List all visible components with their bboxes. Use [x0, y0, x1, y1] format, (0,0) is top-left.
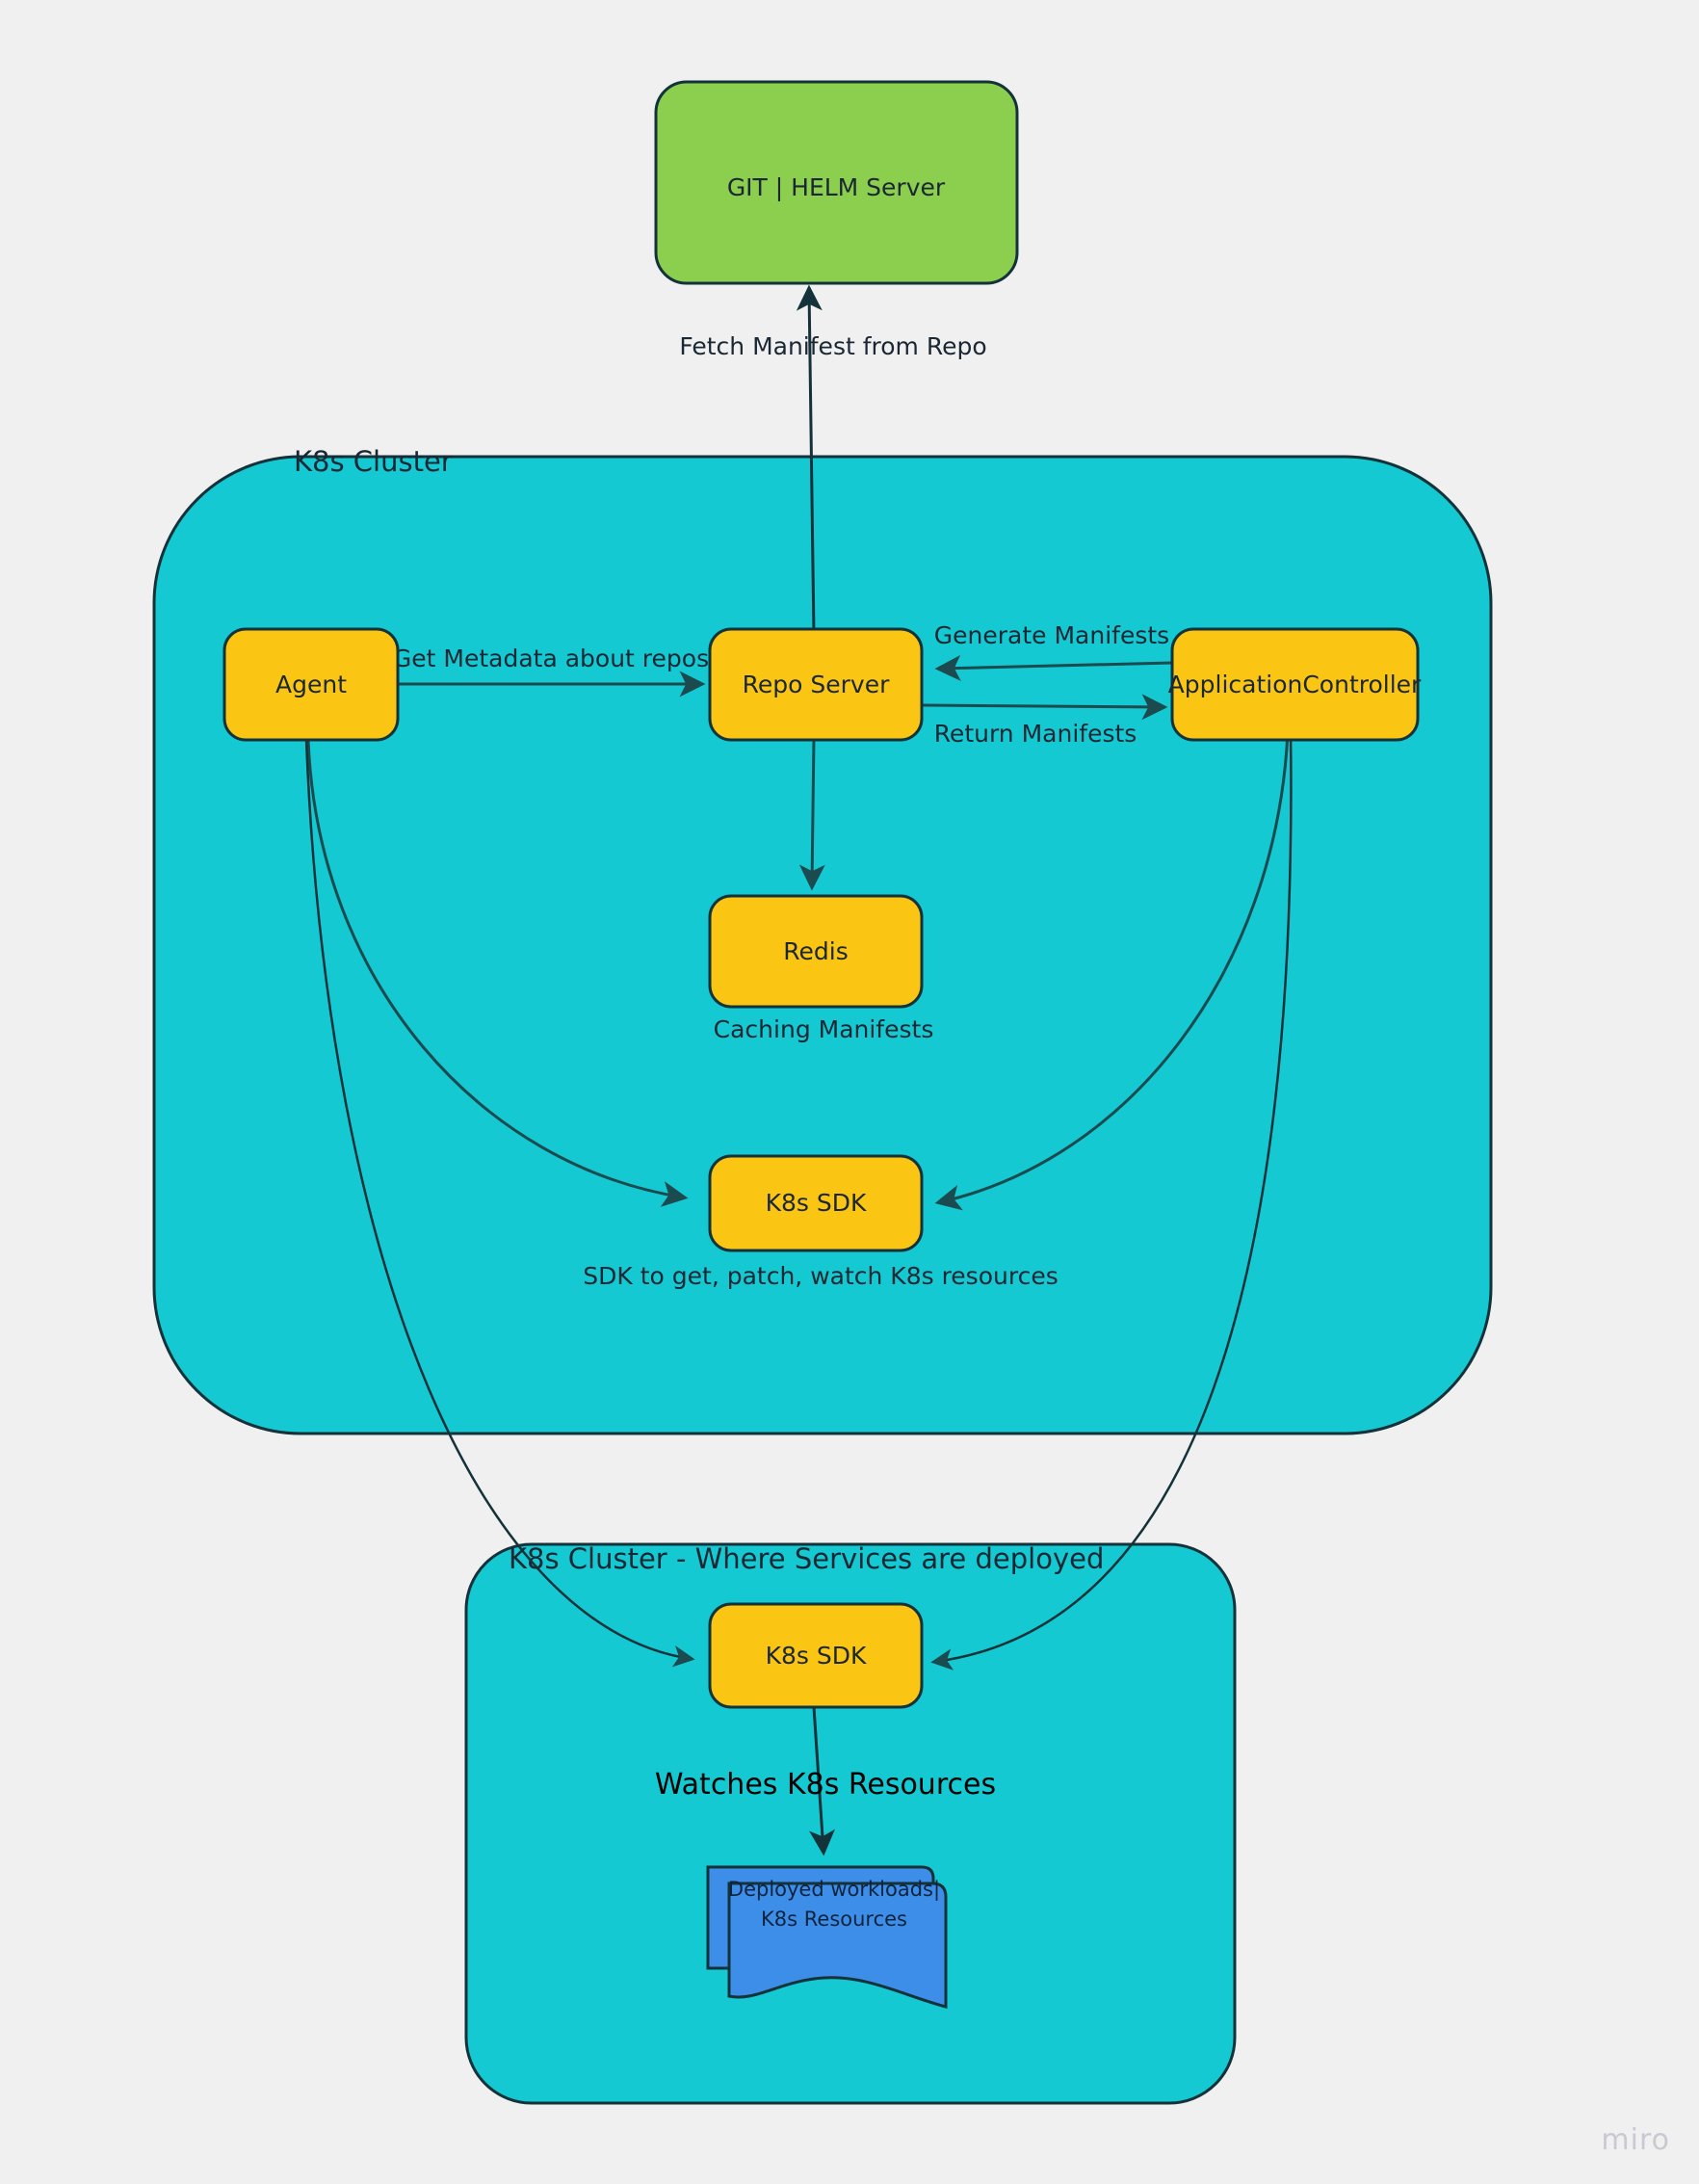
edge-line [304, 739, 695, 1668]
edge-repo-server-to-appcontroller: Return Manifests [922, 694, 1168, 748]
edge-repo-server-to-redis [798, 736, 825, 891]
edge-appcontroller-to-repo-server: Generate Manifests [934, 621, 1173, 681]
edge-label-generate-manifests: Generate Manifests [934, 621, 1169, 649]
node-k8s-sdk-upper[interactable]: K8s SDK [708, 1154, 924, 1252]
edge-label-return-manifests: Return Manifests [934, 720, 1137, 748]
edge-label-fetch-manifest: Fetch Manifest from Repo [679, 332, 986, 360]
edge-k8s-sdk-lower-to-workloads [809, 1706, 835, 1856]
redis-label: Redis [783, 937, 848, 965]
agent-label: Agent [275, 671, 347, 698]
node-application-controller[interactable]: ApplicationController [1168, 627, 1422, 742]
node-deployed-workloads[interactable]: Deployed workloads| K8s Resources [706, 1865, 948, 2009]
watches-k8s-resources-caption: Watches K8s Resources [655, 1768, 996, 1802]
edge-agent-to-k8s-sdk-upper [306, 739, 689, 1207]
node-git-helm-server[interactable]: GIT | HELM Server [654, 80, 1019, 285]
edge-appcontroller-to-k8s-sdk-lower [930, 731, 1293, 1671]
k8s-sdk-upper-label: K8s SDK [766, 1189, 867, 1217]
k8s-cluster-upper-label: K8s Cluster [294, 445, 453, 478]
node-agent[interactable]: Agent [222, 627, 400, 742]
edge-line [798, 736, 825, 891]
edge-line [796, 284, 823, 637]
k8s-sdk-lower-shape[interactable] [708, 1602, 924, 1709]
deployed-workloads-label-line2: K8s Resources [761, 1908, 907, 1931]
agent-shape[interactable] [222, 627, 400, 742]
edge-line [809, 1706, 835, 1856]
application-controller-label: ApplicationController [1168, 671, 1422, 698]
node-repo-server[interactable]: Repo Server [708, 627, 924, 742]
deployed-workloads-label-line1: Deployed workloads| [728, 1878, 940, 1902]
miro-watermark: miro [1601, 2123, 1670, 2157]
git-helm-server-label: GIT | HELM Server [727, 173, 946, 201]
deployed-workloads-front-sheet[interactable] [727, 1881, 948, 2009]
group-k8s-cluster-lower[interactable]: K8s Cluster - Where Services are deploye… [464, 1542, 1237, 2105]
k8s-sdk-lower-label: K8s SDK [766, 1642, 867, 1670]
redis-shape[interactable] [708, 894, 924, 1009]
edge-label-get-metadata: Get Metadata about repos [393, 645, 709, 672]
k8s-sdk-upper-caption: SDK to get, patch, watch K8s resources [583, 1262, 1058, 1290]
edge-line [934, 654, 1173, 681]
edge-agent-to-repo-server: Get Metadata about repos [393, 645, 709, 697]
node-k8s-sdk-lower[interactable]: K8s SDK [708, 1602, 924, 1709]
redis-caption: Caching Manifests [714, 1015, 934, 1043]
edge-agent-to-k8s-sdk-lower [304, 739, 695, 1668]
application-controller-shape[interactable] [1170, 627, 1420, 742]
edge-line [306, 739, 689, 1207]
edge-line [922, 694, 1168, 721]
node-redis[interactable]: Redis [708, 894, 924, 1009]
repo-server-shape[interactable] [708, 627, 924, 742]
git-helm-server-shape[interactable] [654, 80, 1019, 285]
edge-appcontroller-to-k8s-sdk-upper [934, 731, 1290, 1211]
repo-server-label: Repo Server [743, 671, 890, 698]
k8s-sdk-upper-shape[interactable] [708, 1154, 924, 1252]
edge-line [934, 731, 1290, 1211]
edge-line [930, 731, 1293, 1671]
k8s-cluster-lower-label: K8s Cluster - Where Services are deploye… [509, 1542, 1104, 1575]
k8s-cluster-lower-shape[interactable] [464, 1542, 1237, 2105]
edge-repo-server-to-git: Fetch Manifest from Repo [679, 284, 987, 637]
